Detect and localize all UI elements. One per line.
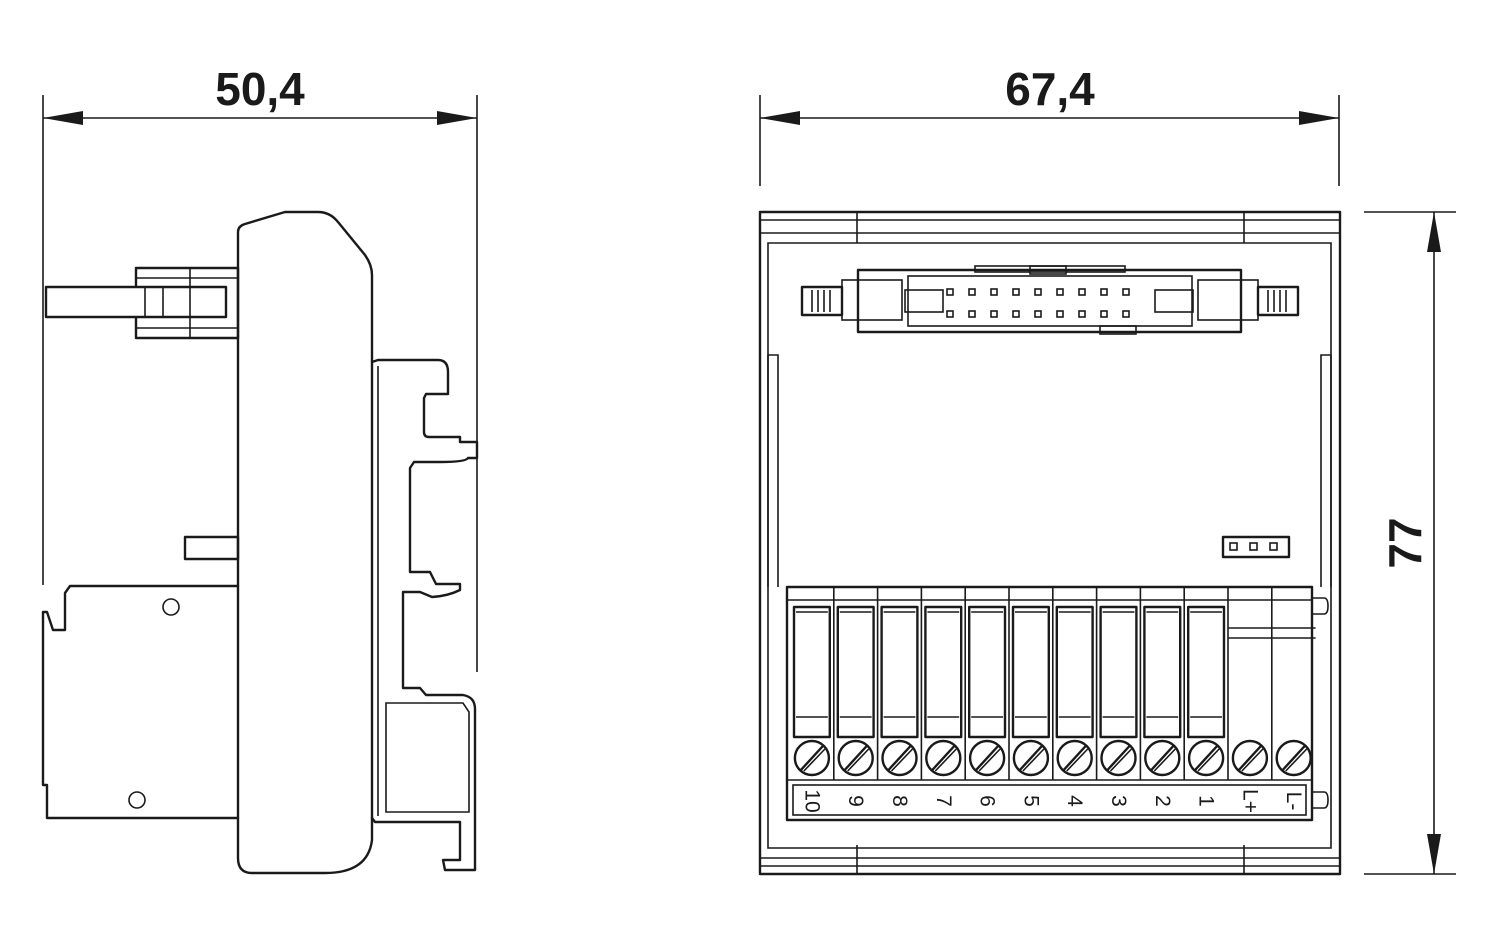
terminal-label: 1 <box>1195 795 1218 807</box>
connector-pin <box>1034 288 1042 296</box>
connector-pin <box>1078 310 1086 318</box>
terminal-label: 8 <box>888 795 911 807</box>
connector-pin <box>946 288 954 296</box>
terminal-11: L+ <box>1227 587 1272 813</box>
terminal-label: 6 <box>976 795 999 807</box>
connector-pin <box>1056 310 1064 318</box>
terminal-label: 4 <box>1063 795 1086 807</box>
terminal-label: L+ <box>1238 789 1261 813</box>
terminal-3: 8 <box>876 587 919 807</box>
wire-entry <box>836 605 875 739</box>
wire-entry <box>1055 605 1094 739</box>
side-terminal-block <box>41 584 240 820</box>
connector-latch-left <box>811 279 944 321</box>
jumper-header <box>1221 535 1291 559</box>
terminal-label: L- <box>1282 792 1305 811</box>
height-dimension: 77 <box>1364 211 1456 875</box>
side-width-dimension: 50,4 <box>42 63 478 672</box>
connector-pin <box>990 310 998 318</box>
terminal-1: 10 <box>792 605 831 813</box>
side-din-clip <box>370 358 479 872</box>
connector-pin <box>1012 288 1020 296</box>
terminal-label: 10 <box>800 789 823 812</box>
terminal-cells: 10 9 8 7 6 5 4 3 2 1 L+ L- <box>792 587 1316 813</box>
connector-pin <box>1056 288 1064 296</box>
terminal-5: 6 <box>964 587 1007 807</box>
terminal-label: 5 <box>1019 795 1042 807</box>
wire-entry <box>924 605 963 739</box>
terminal-label: 7 <box>932 795 955 807</box>
terminal-12: L- <box>1271 587 1316 811</box>
connector-pin <box>1012 310 1020 318</box>
terminal-7: 4 <box>1052 587 1094 807</box>
front-width-label: 67,4 <box>1005 63 1095 115</box>
wire-entry <box>1011 605 1050 739</box>
terminal-label: 2 <box>1151 795 1174 807</box>
connector-pin <box>1034 310 1042 318</box>
connector-pin <box>1100 310 1108 318</box>
wire-entry <box>880 605 919 739</box>
terminal-6: 5 <box>1008 587 1050 807</box>
side-width-label: 50,4 <box>215 63 305 115</box>
side-housing <box>236 210 374 875</box>
wire-entry <box>792 605 831 739</box>
wire-entry <box>1143 605 1182 739</box>
ribbon-header-connector <box>800 265 1300 335</box>
connector-pin <box>990 288 998 296</box>
terminal-strip: 10 9 8 7 6 5 4 3 2 1 L+ L- <box>785 585 1329 822</box>
terminal-2: 9 <box>832 587 875 807</box>
connector-pin <box>968 310 976 318</box>
connector-latch-right <box>1154 279 1287 321</box>
wire-entry <box>1099 605 1138 739</box>
height-label: 77 <box>1379 517 1431 568</box>
connector-pin <box>1122 310 1130 318</box>
side-ribbon-connector <box>44 266 240 340</box>
connector-pin <box>968 288 976 296</box>
side-tab <box>183 535 240 561</box>
front-width-dimension: 67,4 <box>759 63 1340 186</box>
connector-pin <box>946 310 954 318</box>
wire-entry <box>1186 605 1226 739</box>
front-view: 67,4 77 <box>758 63 1456 876</box>
connector-pin <box>1078 288 1086 296</box>
front-housing <box>758 210 1342 876</box>
terminal-label: 3 <box>1107 795 1130 807</box>
terminal-9: 2 <box>1139 587 1182 807</box>
terminal-10: 1 <box>1183 587 1226 807</box>
connector-pins <box>946 288 1130 318</box>
wire-entry <box>968 605 1007 739</box>
terminal-label: 9 <box>844 795 867 807</box>
connector-pin <box>1100 288 1108 296</box>
terminal-8: 3 <box>1095 587 1138 807</box>
terminal-4: 7 <box>920 587 963 807</box>
connector-pin <box>1122 288 1130 296</box>
side-view: 50,4 <box>41 63 479 875</box>
